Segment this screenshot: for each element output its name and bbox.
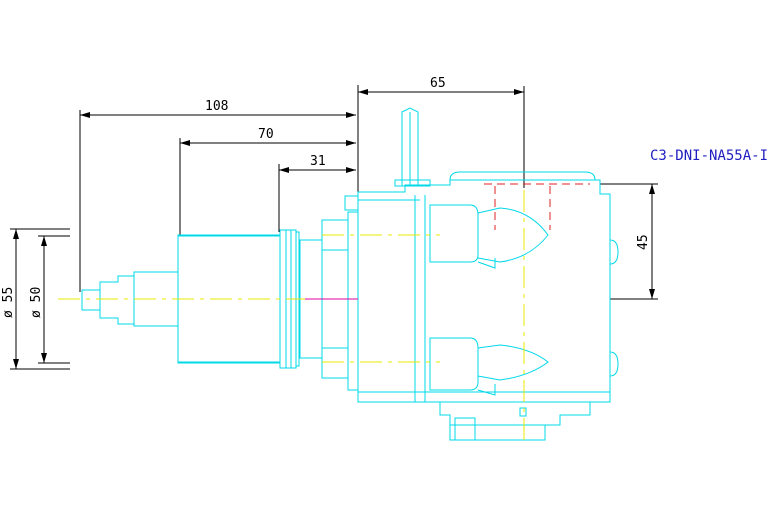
dimension-lines [10, 85, 658, 370]
dim-31-label: 31 [310, 154, 326, 169]
dim-108-label: 108 [205, 99, 228, 114]
center-lines [58, 190, 525, 445]
tool-holder-outline [81, 107, 619, 441]
dim-65-label: 65 [430, 76, 446, 91]
dim-45-label: 45 [636, 234, 651, 250]
dimension-arrows [13, 89, 655, 369]
dim-dia50-label: ø 50 [29, 287, 44, 318]
hidden-lines [484, 183, 590, 230]
dim-dia55-label: ø 55 [1, 287, 16, 318]
dim-70-label: 70 [258, 127, 274, 142]
part-number-label: C3-DNI-NA55A-I [650, 148, 767, 164]
